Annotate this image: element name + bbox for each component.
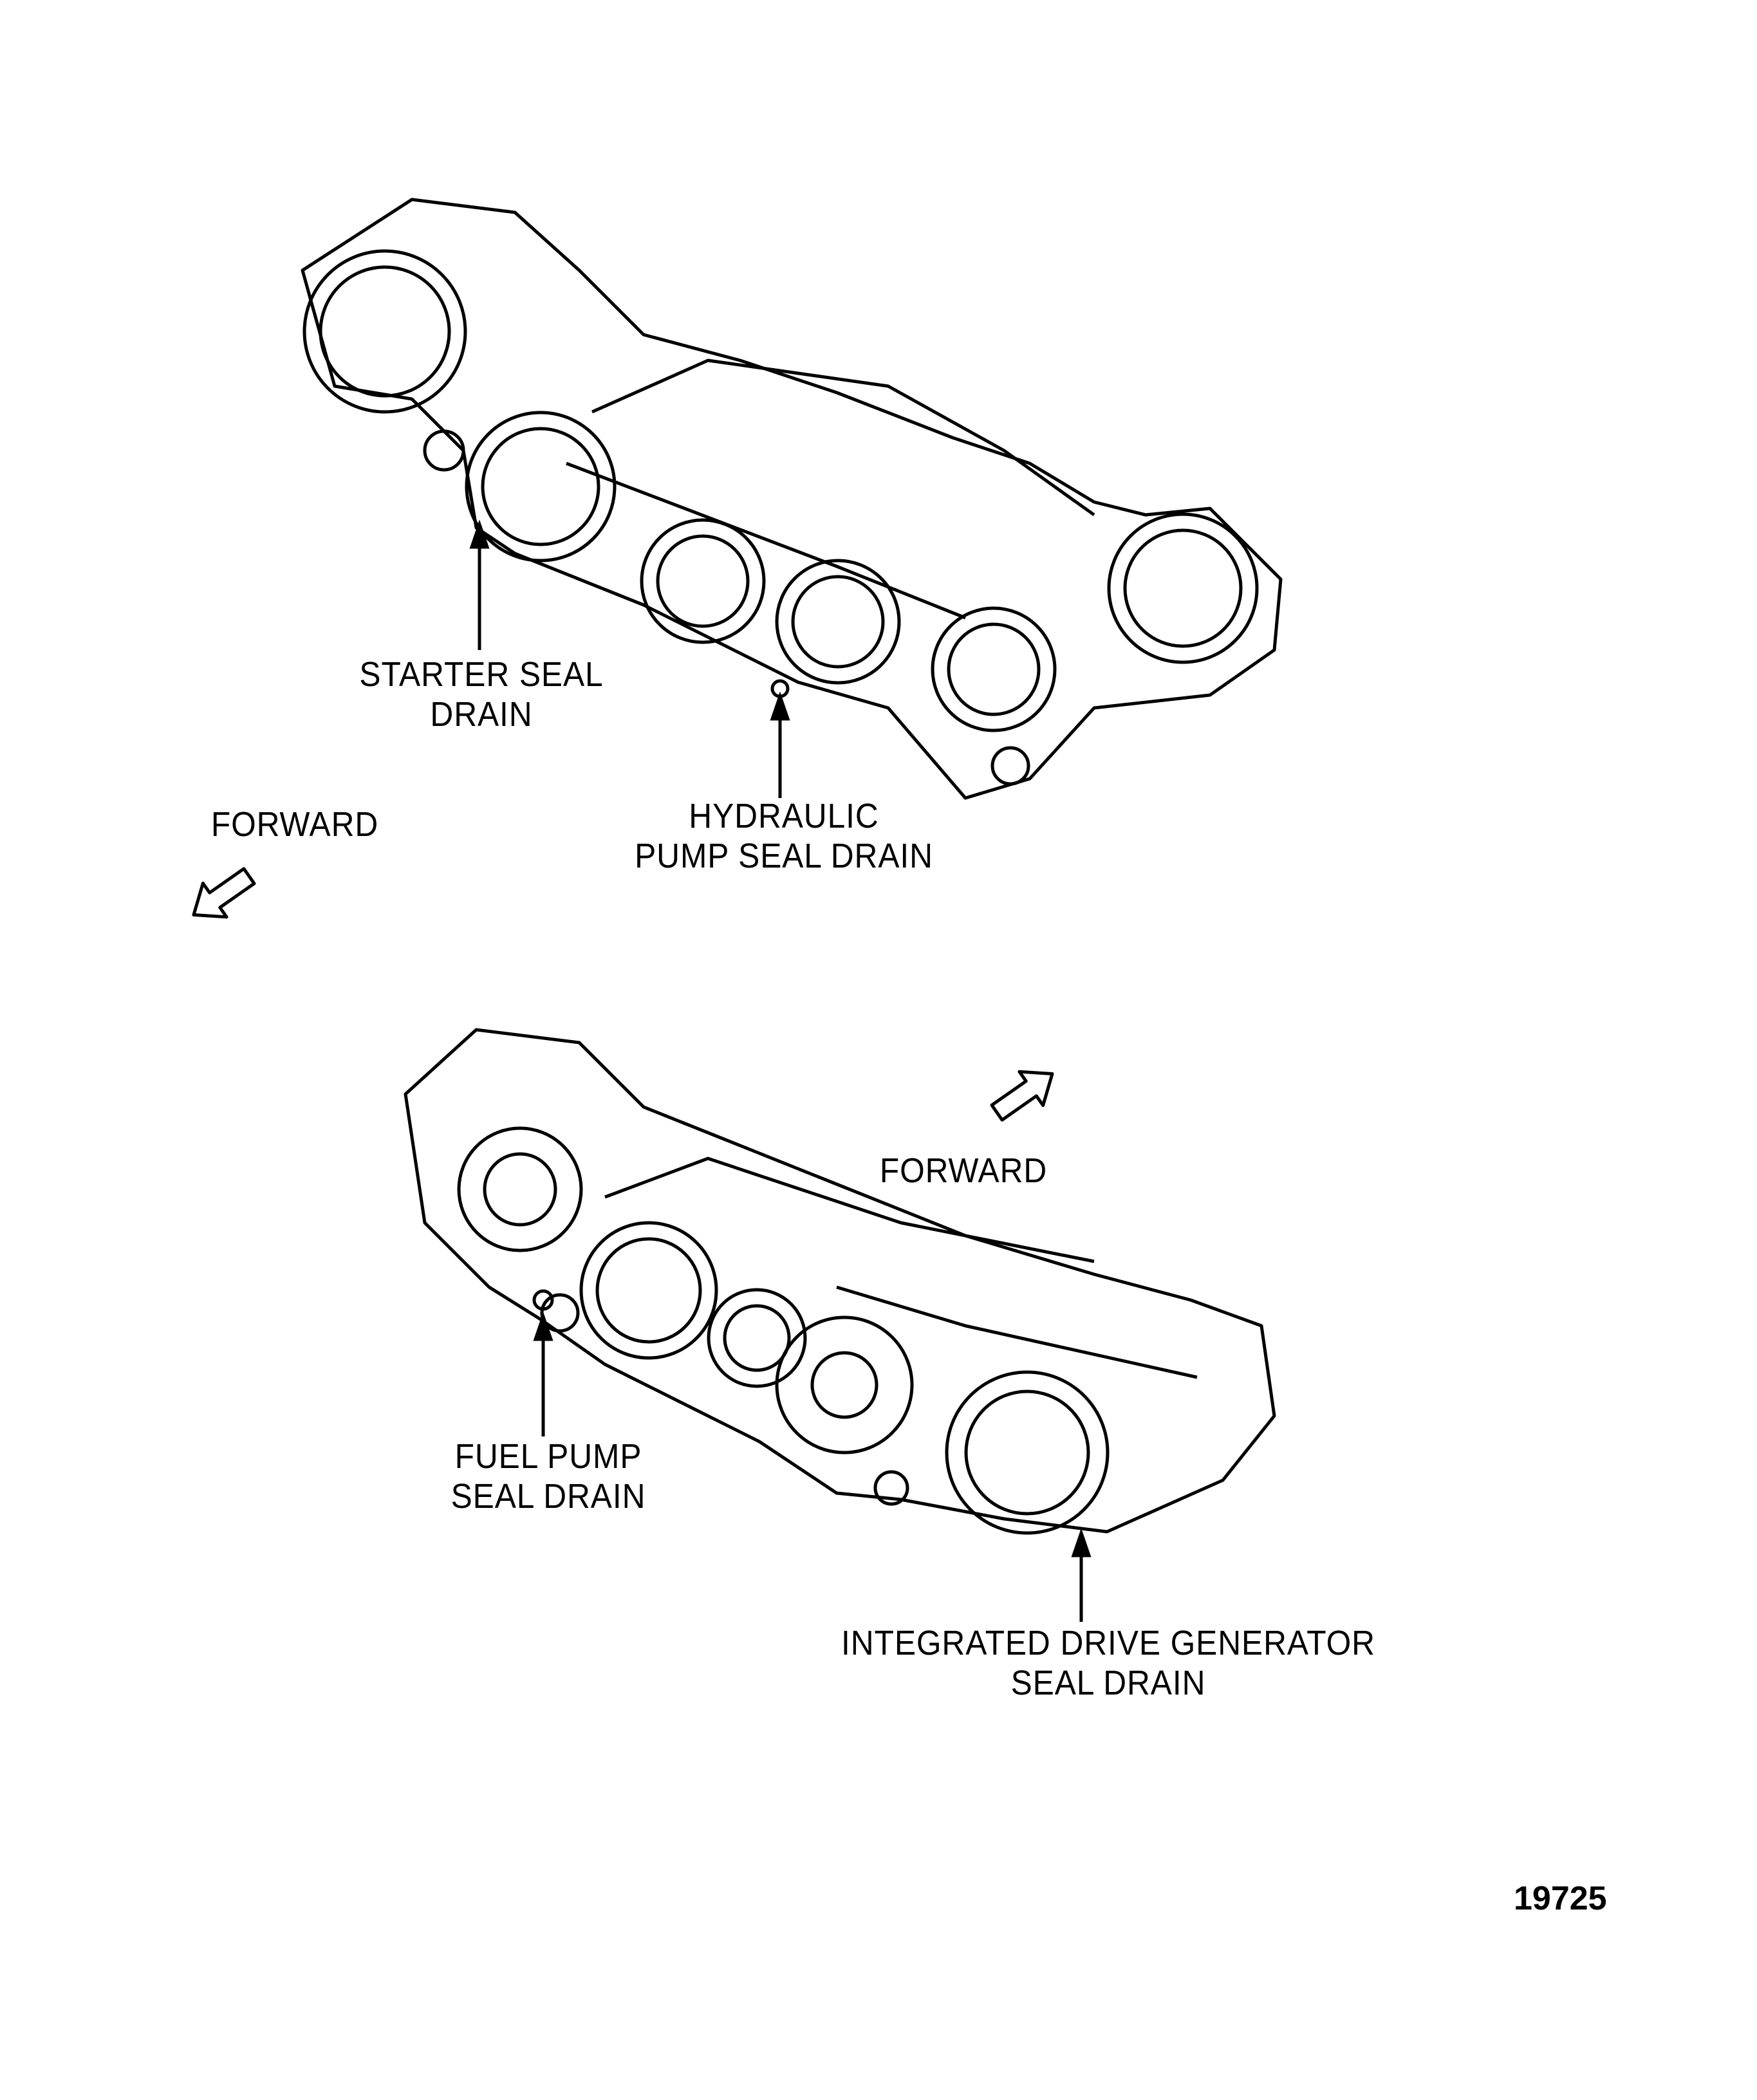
idg-seal-drain-label: INTEGRATED DRIVE GENERATOR SEAL DRAIN (841, 1623, 1375, 1703)
label-line: DRAIN (430, 695, 533, 734)
forward-label-bottom: FORWARD (879, 1151, 1048, 1190)
label-line: PUMP SEAL DRAIN (635, 837, 933, 875)
starter-seal-drain-label: STARTER SEAL DRAIN (359, 655, 603, 734)
bottom-gearbox-drawing (404, 1028, 1276, 1535)
hydraulic-leader-arrow-icon (770, 691, 790, 798)
top-gearbox-drawing (301, 198, 1283, 800)
figure-number: 19725 (1514, 1880, 1607, 1917)
label-line: HYDRAULIC (689, 797, 879, 835)
starter-leader-arrow-icon (469, 519, 490, 650)
forward-arrow-top-icon (192, 867, 256, 919)
fuel-pump-leader-arrow-icon (533, 1312, 553, 1436)
label-line: STARTER SEAL (359, 655, 604, 694)
forward-label-top: FORWARD (210, 805, 379, 844)
label-line: SEAL DRAIN (1010, 1664, 1206, 1702)
label-line: FUEL PUMP (454, 1437, 642, 1476)
hydraulic-pump-seal-drain-label: HYDRAULIC PUMP SEAL DRAIN (635, 796, 933, 876)
forward-arrow-bottom-icon (990, 1070, 1054, 1122)
label-line: SEAL DRAIN (451, 1477, 646, 1516)
label-line: INTEGRATED DRIVE GENERATOR (841, 1624, 1375, 1662)
idg-leader-arrow-icon (1071, 1528, 1092, 1622)
fuel-pump-seal-drain-label: FUEL PUMP SEAL DRAIN (451, 1436, 646, 1516)
